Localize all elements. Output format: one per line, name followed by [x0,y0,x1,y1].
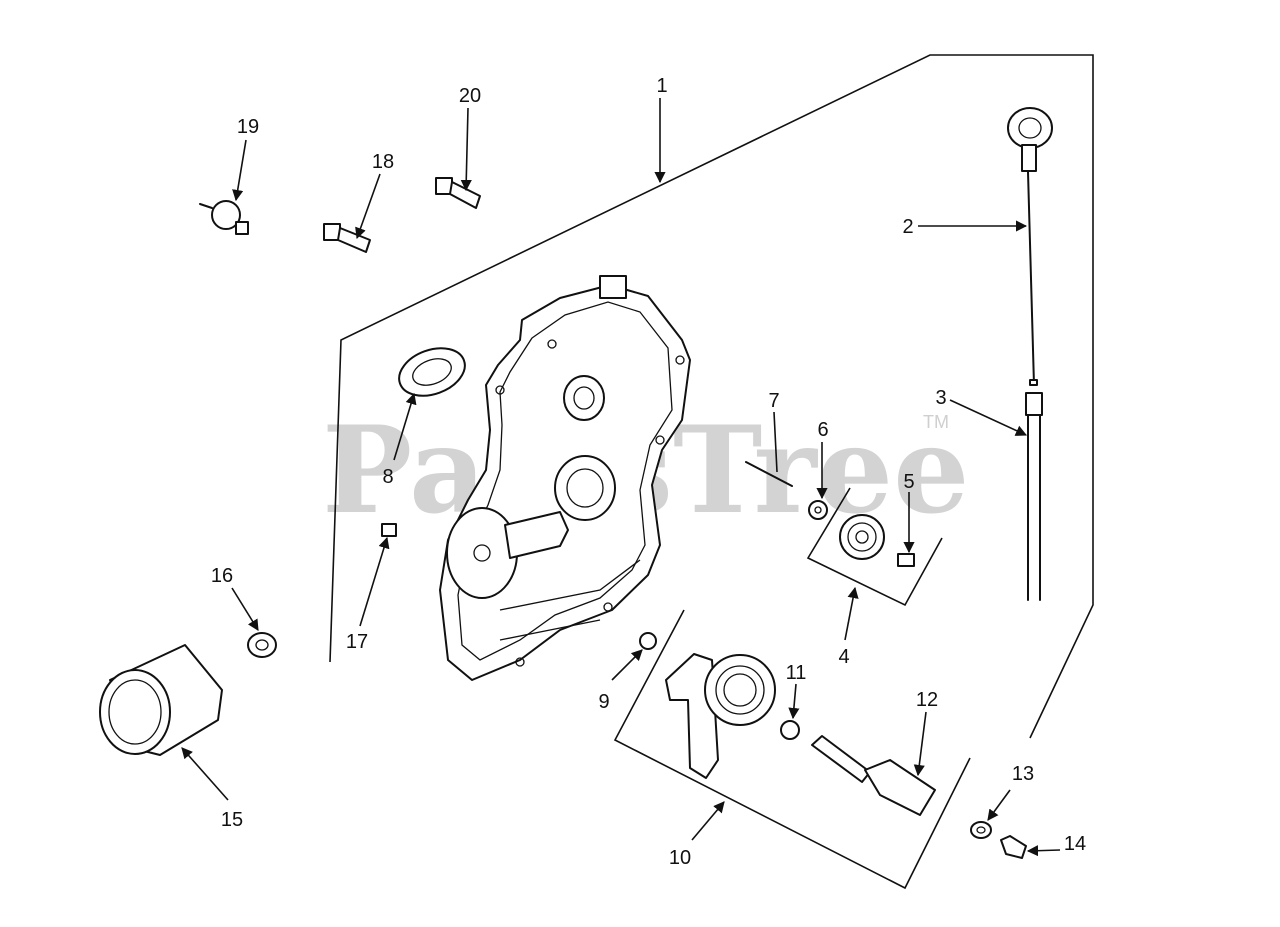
leader-16 [231,587,259,631]
washer-13-part [970,821,992,839]
dipstick-part [1007,107,1053,386]
fitting-16-part [247,632,277,658]
callout-7[interactable]: 7 [768,390,779,412]
leader-15 [181,747,229,801]
relief-valve-12-part [811,735,936,816]
bolt-20-part [435,177,481,209]
leader-11 [788,683,800,720]
leader-8 [393,392,417,461]
leader-19 [232,139,247,202]
callout-4[interactable]: 4 [838,646,849,668]
subframe-4 [806,487,943,607]
callout-14[interactable]: 14 [1064,833,1086,855]
callout-1[interactable]: 1 [656,75,667,97]
callout-11[interactable]: 11 [786,662,807,684]
callout-15[interactable]: 15 [221,809,243,831]
sensor-19-part [199,200,249,235]
oil-pump-10-part [665,653,776,779]
washer-6-part [808,500,828,520]
leader-9 [611,649,643,681]
o-ring-11-part [780,720,800,740]
callout-6[interactable]: 6 [817,419,828,441]
leader-12 [913,711,927,777]
subframe-10 [613,609,971,890]
drain-plug-14-part [1000,835,1027,859]
leader-20 [460,107,472,192]
leader-13 [987,789,1011,821]
oil-seal-part [398,347,466,397]
watermark-trademark: TM [923,412,949,432]
pin-part [745,461,793,487]
callout-9[interactable]: 9 [598,691,609,713]
leader-18 [355,173,381,240]
callout-17[interactable]: 17 [346,631,368,653]
leader-17 [359,536,390,627]
leader-3 [949,399,1028,436]
callout-5[interactable]: 5 [903,471,914,493]
callout-18[interactable]: 18 [372,151,394,173]
callout-8[interactable]: 8 [382,466,393,488]
dipstick-tube-part [1025,392,1043,601]
leader-4 [844,586,859,641]
oil-filter-15-part [99,644,223,756]
callout-20[interactable]: 20 [459,85,481,107]
leader-14 [1026,845,1061,857]
pin-5-part [897,553,915,567]
callout-3[interactable]: 3 [935,387,946,409]
callout-2[interactable]: 2 [902,216,913,238]
callout-10[interactable]: 10 [669,847,691,869]
leader-7 [773,411,778,473]
leader-10 [691,801,725,841]
crankcase-cover [439,275,691,681]
bolt-18-part [323,223,371,253]
callout-labels: 1 2 3 4 5 6 7 8 9 10 11 12 13 14 15 16 1… [211,75,1086,869]
callout-13[interactable]: 13 [1012,763,1034,785]
assembly-frame-1 [329,54,1094,739]
callout-16[interactable]: 16 [211,565,233,587]
callout-12[interactable]: 12 [916,689,938,711]
callout-19[interactable]: 19 [237,116,259,138]
o-ring-9-part [639,632,657,650]
leader-lines [181,98,1061,857]
gear-4-part [839,514,885,560]
nut-17-part [381,523,397,537]
